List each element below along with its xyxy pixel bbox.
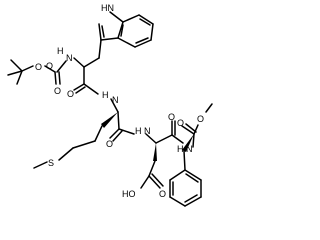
trp-backbone bbox=[73, 39, 102, 95]
asp-n-label: N bbox=[144, 126, 151, 136]
molecule-structure: HN O O O H N O H N S O H N O HO O H N O … bbox=[7, 3, 213, 207]
phe-ester-o-label: O bbox=[197, 114, 204, 124]
atom-labels: HN O O O H N O H N S O H N O HO O H N O … bbox=[35, 3, 204, 199]
trp-carbonyl-o-label: O bbox=[67, 89, 74, 99]
phe-n-label: N bbox=[186, 144, 193, 154]
phe-nh-h-label: H bbox=[177, 144, 184, 154]
indole-ring bbox=[98, 11, 154, 48]
molecule-diagram: HN O O O H N O H N S O H N O HO O H N O … bbox=[7, 3, 213, 207]
phe-residue bbox=[169, 103, 213, 207]
phe-carbonyl-o-label: O bbox=[177, 118, 184, 128]
met-s-label: S bbox=[48, 158, 54, 168]
boc-carbonyl-o-label: O bbox=[54, 86, 61, 96]
met-residue bbox=[33, 98, 135, 169]
asp-acid-oh-label: HO bbox=[122, 189, 136, 199]
indole-nh-label: HN bbox=[101, 3, 114, 13]
asp-acid-o-label: O bbox=[159, 189, 166, 199]
asp-carbonyl-o-label: O bbox=[168, 112, 175, 122]
boc-o-ether-label: O bbox=[46, 61, 53, 71]
trp-nh-h-label: H bbox=[57, 46, 64, 56]
boc-group bbox=[7, 59, 67, 85]
asp-nh-h-label: H bbox=[135, 126, 142, 136]
boc-o-ether-label: O bbox=[35, 62, 42, 72]
asp-residue bbox=[140, 120, 184, 189]
met-n-label: N bbox=[112, 95, 119, 105]
met-carbonyl-o-label: O bbox=[106, 139, 113, 149]
met-nh-h-label: H bbox=[102, 90, 109, 100]
trp-n-label: N bbox=[66, 53, 73, 63]
